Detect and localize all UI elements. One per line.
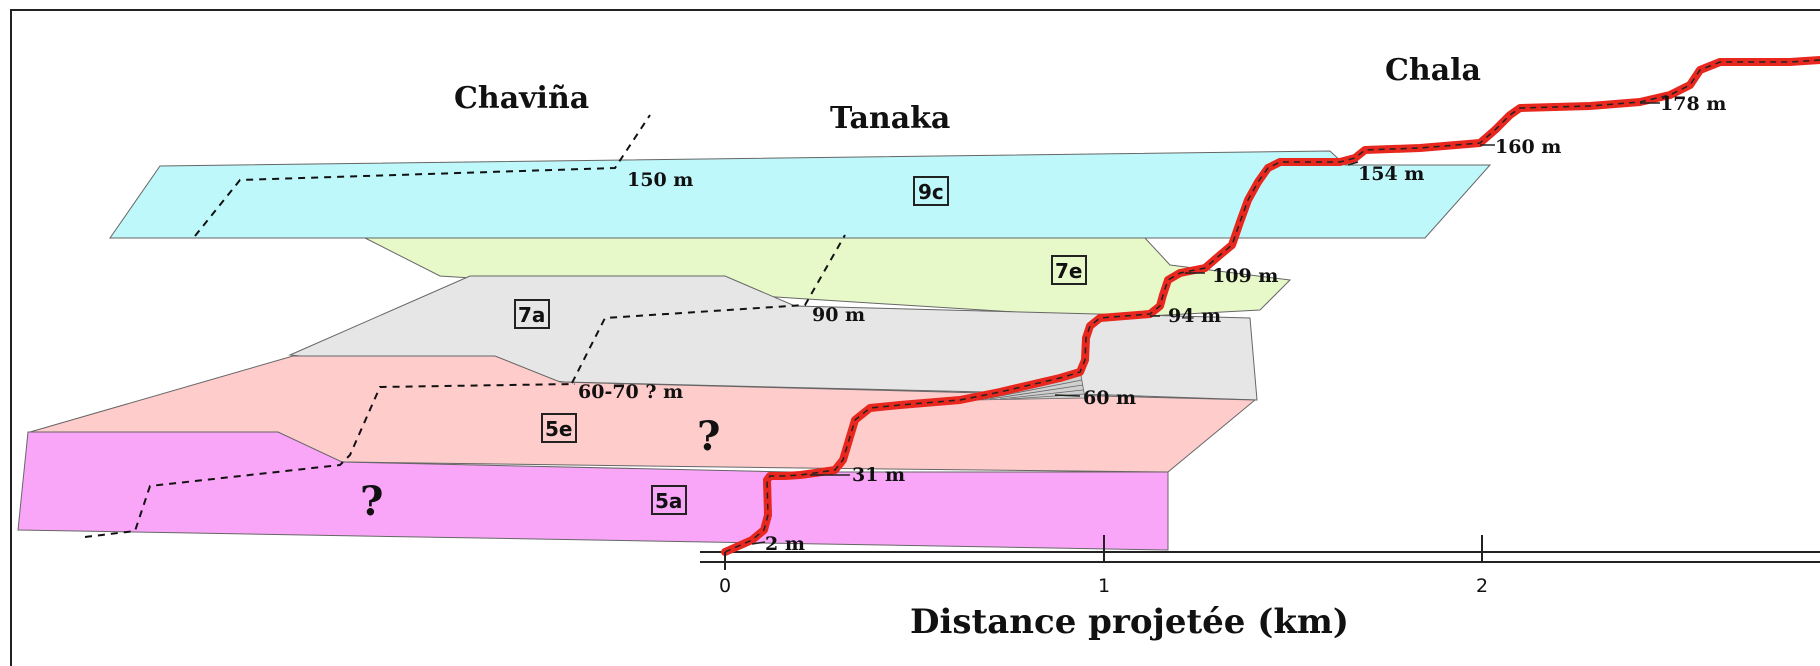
- terrace-label-7a-text: 7a: [518, 303, 545, 327]
- altitude-label-2: 2 m: [765, 533, 805, 555]
- altitude-label-94: 94 m: [1168, 305, 1221, 327]
- altitude-label-178: 178 m: [1660, 93, 1726, 115]
- lower-west-profile: [84, 383, 576, 538]
- tanaka-profile: [571, 234, 846, 384]
- terrace-label-7e: 7e: [1051, 255, 1087, 285]
- question-mark-lower: ?: [360, 478, 383, 525]
- altitude-label-154: 154 m: [1358, 163, 1424, 185]
- figure-frame: [10, 9, 1820, 666]
- altitude-label-60: 60 m: [1083, 387, 1136, 409]
- terrace-label-9c-text: 9c: [918, 180, 944, 204]
- question-mark-upper: ?: [697, 413, 720, 460]
- terrace-label-9c: 9c: [913, 176, 949, 206]
- x-axis-tick-label-0: 0: [719, 575, 731, 597]
- terrace-label-7e-text: 7e: [1055, 259, 1082, 283]
- x-axis-tick-label-1: 1: [1098, 575, 1110, 597]
- altitude-label-150: 150 m: [627, 169, 693, 191]
- site-label-tanaka: Tanaka: [830, 101, 950, 136]
- x-axis: 0 1 2 Distance projetée (km): [700, 535, 1820, 642]
- altitude-label-31: 31 m: [852, 464, 905, 486]
- x-axis-title: Distance projetée (km): [910, 602, 1349, 642]
- altitude-label-90: 90 m: [812, 304, 865, 326]
- altitude-leaders: [751, 102, 1660, 545]
- site-label-chavina: Chaviña: [454, 81, 589, 116]
- terrace-label-7a: 7a: [514, 299, 550, 329]
- site-label-chala: Chala: [1385, 53, 1481, 88]
- altitude-label-109: 109 m: [1212, 265, 1278, 287]
- terrace-band-5a: [17, 431, 1169, 551]
- chala-profile: [721, 56, 1820, 556]
- x-axis-tick-label-2: 2: [1476, 575, 1488, 597]
- terrace-label-5e: 5e: [541, 413, 577, 443]
- terrace-label-5a-text: 5a: [655, 489, 682, 513]
- terrace-label-5a: 5a: [651, 485, 687, 515]
- terrace-label-5e-text: 5e: [545, 417, 572, 441]
- altitude-label-160: 160 m: [1495, 136, 1561, 158]
- altitude-label-6070: 60-70 ? m: [578, 381, 683, 403]
